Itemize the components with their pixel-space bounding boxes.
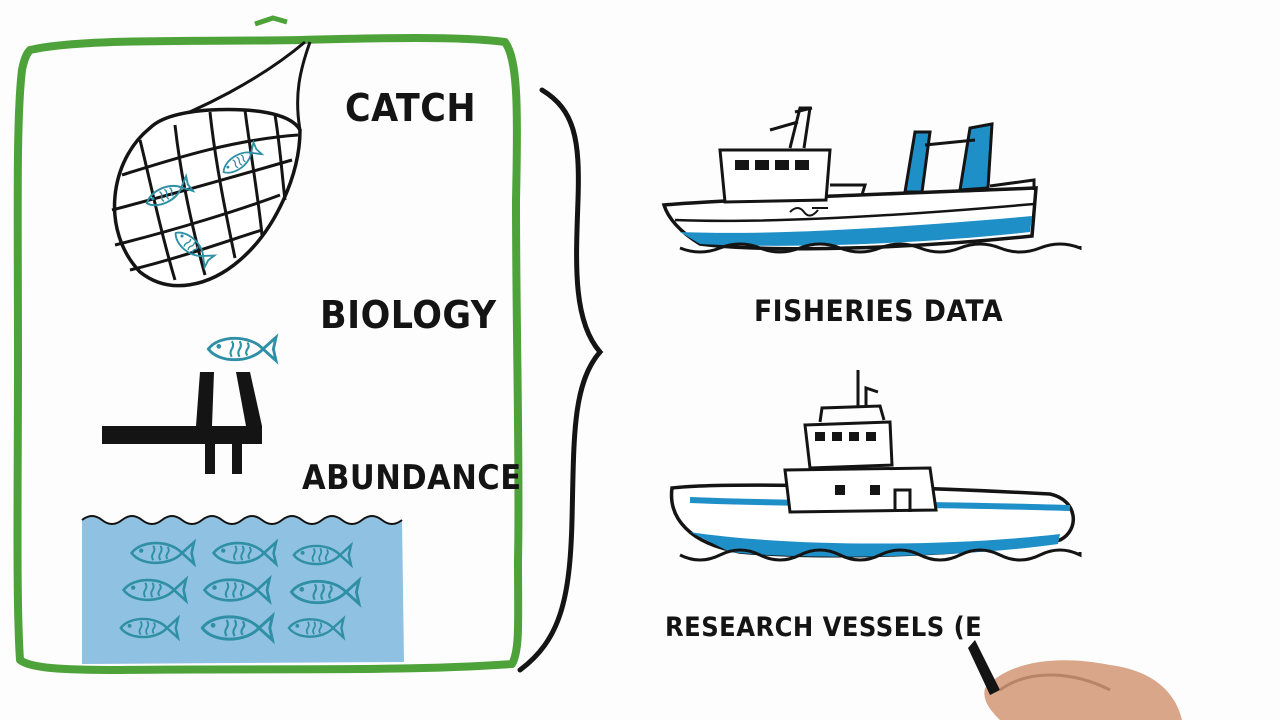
fisheries-data-label: FISHERIES DATA	[754, 294, 1004, 328]
research-vessels-label: RESEARCH VESSELS (E	[665, 612, 983, 643]
catch-label: CATCH	[345, 86, 477, 130]
drawing-hand-icon	[968, 640, 1182, 720]
biology-label: BIOLOGY	[320, 293, 497, 337]
curly-brace-icon	[517, 87, 604, 673]
fish-school-water-icon	[81, 515, 404, 664]
fish-measuring-board-icon	[102, 335, 278, 474]
green-frame	[13, 15, 523, 674]
fishing-net-icon	[111, 40, 312, 288]
abundance-label: ABUNDANCE	[302, 458, 522, 498]
fishing-trawler-icon	[661, 106, 1082, 254]
research-vessel-icon	[669, 370, 1082, 562]
